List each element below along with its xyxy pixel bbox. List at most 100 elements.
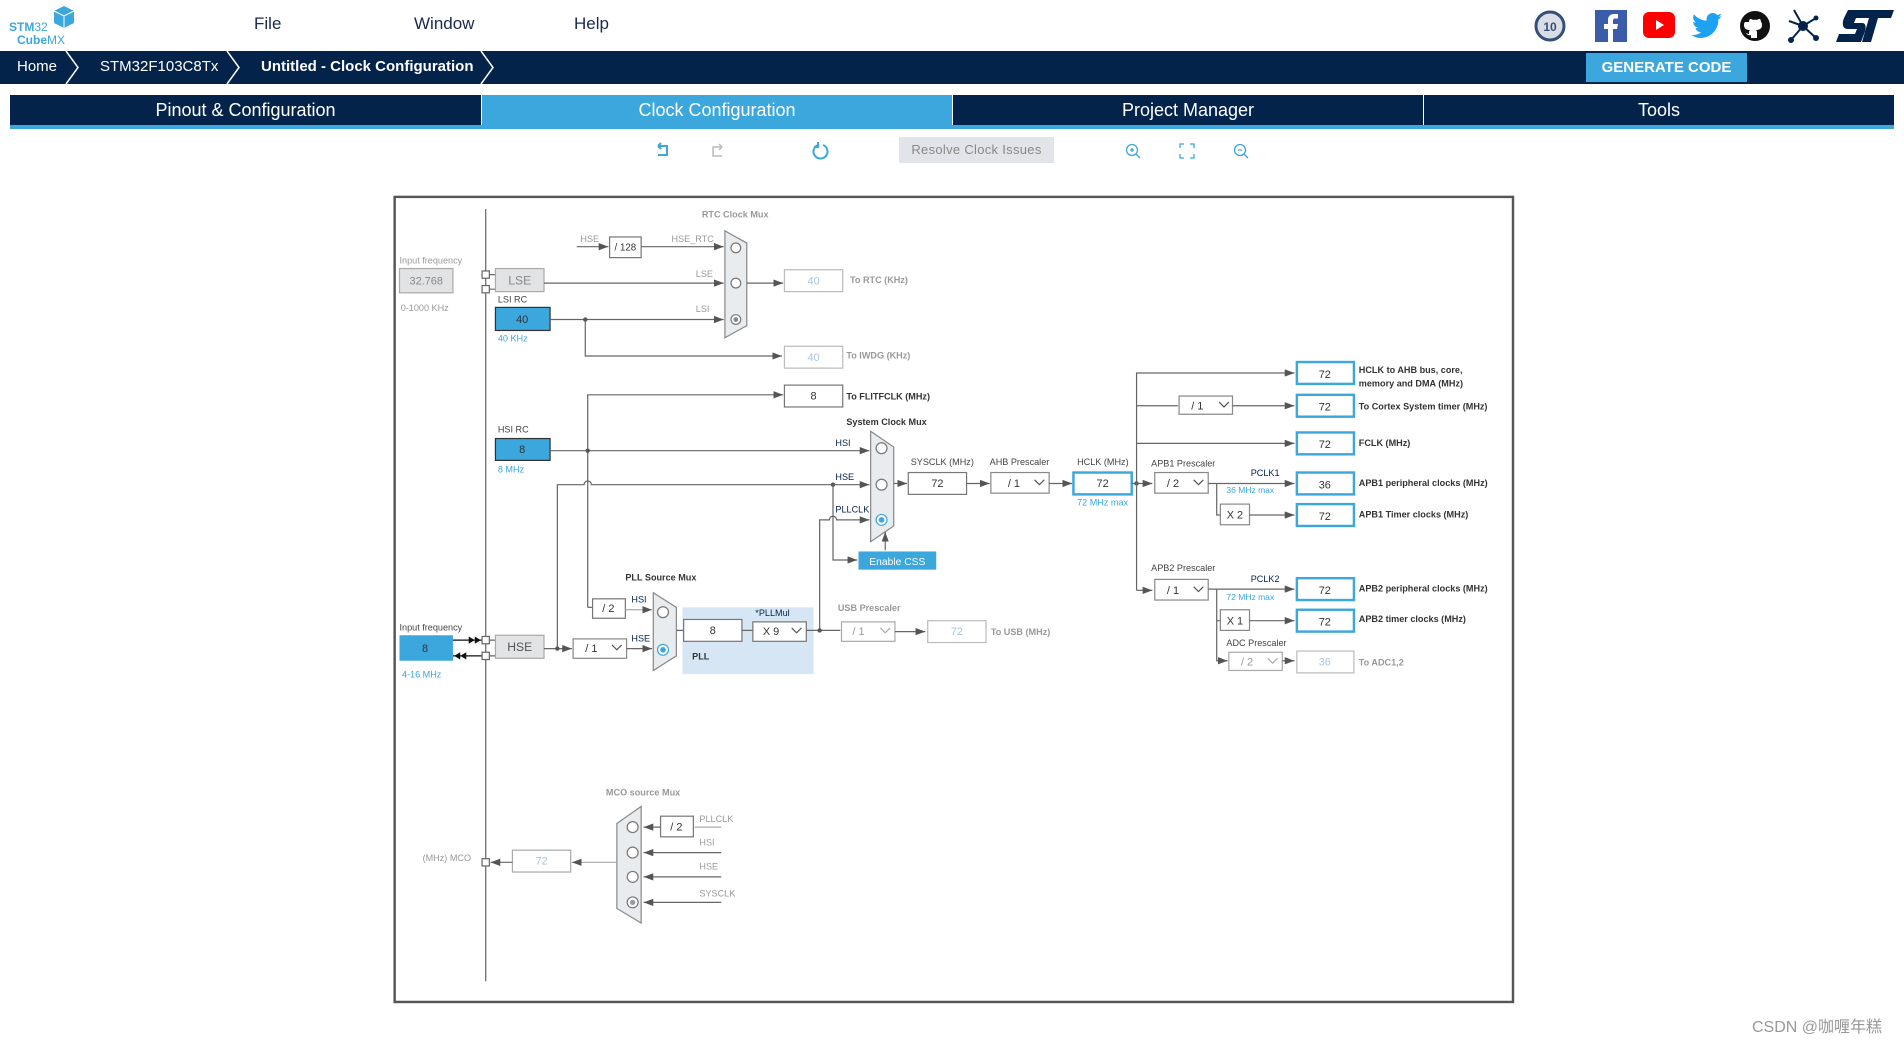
mco-radio-hse[interactable] [626, 870, 639, 883]
iwdg-output-value: 40 [808, 352, 820, 364]
apb1-timer-multiplier-value: X 2 [1227, 510, 1243, 522]
lse-frequency-input[interactable] [398, 267, 454, 294]
mco-mux-label: MCO source Mux [606, 788, 680, 798]
pll-hse-prescaler-select[interactable]: / 1 [572, 638, 628, 659]
adc-prescaler-select[interactable]: / 2 [1228, 651, 1283, 672]
rtc-mux-label: RTC Clock Mux [702, 210, 769, 220]
pll-mul-label: *PLLMul [755, 608, 789, 618]
pll-mul-select[interactable]: X 9 [752, 621, 807, 642]
flitfclk-output-value: 8 [811, 391, 817, 403]
10-years-badge-icon[interactable]: 10 [1534, 10, 1566, 42]
apb1-prescaler-label: APB1 Prescaler [1151, 458, 1215, 468]
mco-pin [481, 858, 490, 867]
ahb-prescaler-select[interactable]: / 1 [990, 471, 1050, 494]
chevron-down-icon [791, 627, 802, 634]
facebook-icon[interactable] [1595, 10, 1627, 42]
lse-block [494, 267, 545, 293]
st-logo-icon[interactable] [1836, 10, 1896, 42]
ahb-prescaler-label: AHB Prescaler [990, 457, 1050, 467]
apb1-periph-output-box [1295, 471, 1356, 496]
fclk-output-value: 72 [1319, 439, 1331, 451]
breadcrumb-current[interactable]: Untitled - Clock Configuration [261, 58, 474, 75]
sysmux-hse-label: HSE [835, 472, 854, 482]
system-clock-mux-label: System Clock Mux [846, 417, 926, 427]
breadcrumb-mcu[interactable]: STM32F103C8Tx [100, 58, 219, 75]
generate-code-button[interactable]: GENERATE CODE [1586, 53, 1747, 82]
hse-frequency-value: 8 [422, 643, 428, 655]
twitter-icon[interactable] [1691, 10, 1723, 42]
apb2-prescaler-select[interactable]: / 1 [1154, 578, 1209, 601]
usb-prescaler-select[interactable]: / 1 [840, 621, 896, 642]
chevron-down-icon [1267, 657, 1278, 665]
rtc-lse-label: LSE [696, 269, 713, 279]
menu-file[interactable]: File [254, 14, 282, 33]
adc-output-value: 36 [1319, 657, 1331, 669]
tab-project-manager[interactable]: Project Manager [953, 95, 1423, 125]
pll-mux-hse-label: HSE [631, 633, 650, 643]
adc-prescaler-value: / 2 [1241, 657, 1253, 669]
chevron-down-icon [611, 644, 623, 651]
menu-help[interactable]: Help [574, 14, 609, 33]
rtc-output-label: To RTC (KHz) [850, 275, 908, 285]
pll-mux-radio-hsi[interactable] [656, 606, 670, 619]
github-icon[interactable] [1739, 10, 1771, 42]
svg-text:STM32: STM32 [9, 20, 48, 34]
rtc-lsi-label: LSI [696, 304, 710, 314]
apb1-prescaler-select[interactable]: / 2 [1154, 471, 1209, 494]
ahb-bus-output-value: 72 [1319, 369, 1331, 381]
hse-input-frequency-label: Input frequency [400, 622, 463, 632]
cortex-div-value: / 1 [1191, 400, 1203, 412]
cortex-timer-prescaler-select[interactable]: / 1 [1178, 395, 1234, 415]
zoom-in-icon[interactable] [1122, 140, 1144, 162]
resolve-clock-issues-button[interactable]: Resolve Clock Issues [899, 137, 1054, 163]
tab-tools[interactable]: Tools [1424, 95, 1894, 125]
hclk-max: 72 MHz max [1077, 497, 1128, 507]
redo-icon[interactable] [706, 140, 728, 162]
hsi-rc-block[interactable] [494, 437, 551, 461]
sysmux-hsi-label: HSI [835, 438, 850, 448]
breadcrumb-home[interactable]: Home [17, 58, 58, 75]
watermark: CSDN @咖喱年糕 [1752, 1019, 1883, 1036]
enable-css-label: Enable CSS [869, 557, 925, 568]
rtc-hse-divider-value: / 128 [615, 242, 637, 253]
rtc-mux-radio-lse[interactable] [730, 277, 742, 289]
refresh-icon[interactable] [810, 140, 832, 162]
youtube-icon[interactable] [1643, 12, 1675, 40]
rtc-output-box [783, 269, 844, 293]
fit-to-screen-icon[interactable] [1176, 140, 1198, 162]
apb1-timer-value: 72 [1319, 511, 1331, 523]
apb1-periph-label: APB1 peripheral clocks (MHz) [1359, 478, 1488, 488]
hsi-value: 8 [519, 444, 525, 456]
fclk-output-label: FCLK (MHz) [1359, 438, 1411, 448]
chevron-down-icon [879, 627, 891, 634]
hsi-label: HSI RC [498, 424, 529, 434]
apb2-periph-value: 72 [1319, 585, 1331, 597]
lsi-label: LSI RC [498, 295, 528, 305]
sysclk-label: SYSCLK (MHz) [911, 457, 974, 467]
tab-pinout-configuration[interactable]: Pinout & Configuration [10, 95, 481, 125]
tab-clock-configuration[interactable]: Clock Configuration [482, 95, 952, 125]
adc-output-label: To ADC1,2 [1359, 658, 1404, 668]
sysmux-radio-hsi[interactable] [875, 442, 888, 455]
pll-hsi-divider [591, 598, 626, 619]
mco-radio-pllclk[interactable] [626, 821, 639, 834]
sysmux-pllclk-label: PLLCLK [835, 505, 869, 515]
rtc-mux-radio-hse[interactable] [730, 242, 742, 254]
undo-icon[interactable] [652, 140, 674, 162]
network-icon[interactable] [1786, 8, 1820, 44]
mco-radio-hsi[interactable] [626, 846, 639, 859]
menu-window[interactable]: Window [414, 14, 475, 33]
apb2-timer-output-box [1295, 608, 1356, 633]
lse-input-frequency-label: Input frequency [400, 256, 463, 266]
apb2-max: 72 MHz max [1226, 592, 1274, 602]
hclk-input[interactable] [1072, 471, 1133, 496]
ahb-prescaler-value: / 1 [1008, 478, 1020, 490]
zoom-out-icon[interactable] [1230, 140, 1252, 162]
pll-hsi-divider-value: / 2 [602, 603, 614, 615]
lse-name: LSE [508, 273, 531, 287]
lse-frequency-value: 32.768 [410, 275, 443, 287]
sysmux-radio-hse[interactable] [875, 478, 888, 491]
pll-input-value: 8 [710, 625, 716, 637]
hse-frequency-input[interactable] [399, 635, 453, 661]
enable-css-button[interactable] [858, 551, 937, 570]
